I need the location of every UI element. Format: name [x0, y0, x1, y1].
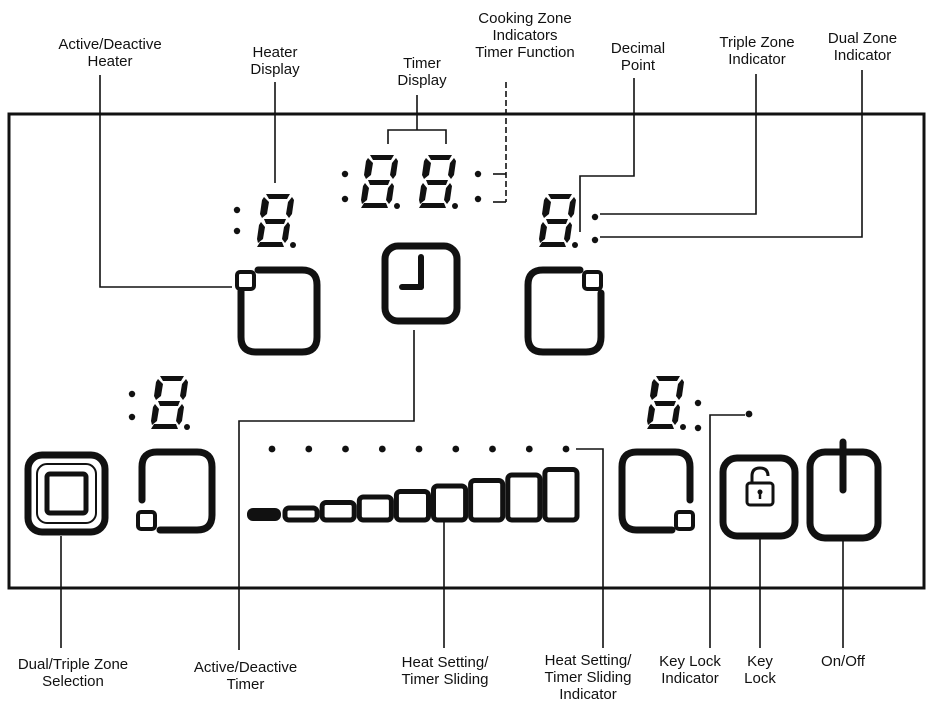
- slider-level-3[interactable]: [319, 500, 357, 523]
- label-cooking-zone: Cooking Zone Indicators Timer Function: [475, 10, 575, 61]
- heater-button-top-right[interactable]: [524, 266, 605, 356]
- slider-level-7[interactable]: [468, 478, 506, 523]
- zone-indicator-square: [582, 270, 603, 291]
- zone-indicator-square: [136, 510, 157, 531]
- slider-indicator-dot: [525, 445, 533, 453]
- slider-level-5[interactable]: [393, 489, 431, 523]
- zone-indicator-square: [235, 270, 256, 291]
- slider-level-8[interactable]: [505, 472, 543, 523]
- panel-border: [7, 112, 926, 590]
- heater-display-bottom-right: [647, 376, 753, 432]
- leader-key-lock-indicator: [709, 414, 745, 648]
- power-button[interactable]: [806, 438, 882, 542]
- slider-indicator-dot: [562, 445, 570, 453]
- slider-indicator-dot: [268, 445, 276, 453]
- slider-level-9[interactable]: [542, 467, 580, 523]
- heater-display-bottom-left: [128, 376, 190, 430]
- label-zone-selection: Dual/Triple Zone Selection: [17, 656, 129, 690]
- label-key-lock: Key Lock: [744, 653, 776, 687]
- slider-indicator-dot: [305, 445, 313, 453]
- heat-setting-slider[interactable]: [247, 467, 580, 523]
- leader-timer-bracket: [387, 129, 447, 144]
- square-zone-icon: [44, 471, 89, 516]
- padlock-icon: [745, 466, 775, 507]
- leader-triple-zone: [600, 74, 757, 215]
- leader-heat-setting-indicator: [576, 448, 604, 648]
- clock-icon: [399, 254, 424, 290]
- slider-indicator-dot: [378, 445, 386, 453]
- slider-indicator-dot: [415, 445, 423, 453]
- slider-level-6[interactable]: [431, 483, 469, 523]
- label-triple-zone: Triple Zone Indicator: [719, 34, 795, 68]
- leader-lines: [60, 70, 863, 650]
- slider-level-1[interactable]: [247, 508, 281, 521]
- zone-selection-button[interactable]: [24, 451, 109, 536]
- heater-button-bottom-left[interactable]: [136, 448, 216, 534]
- slider-indicator-dots: [268, 445, 570, 453]
- key-lock-button[interactable]: [719, 454, 799, 540]
- slider-level-2[interactable]: [282, 505, 320, 523]
- timer-display: [341, 155, 482, 209]
- label-dual-zone: Dual Zone Indicator: [827, 30, 898, 64]
- label-heat-setting-indicator: Heat Setting/ Timer Sliding Indicator: [544, 652, 632, 703]
- label-active-timer: Active/Deactive Timer: [193, 659, 298, 693]
- label-heater-display: Heater Display: [250, 44, 300, 78]
- leader-decimal-point: [579, 78, 635, 232]
- timer-button[interactable]: [381, 242, 461, 325]
- label-active-heater: Active/Deactive Heater: [58, 36, 162, 70]
- slider-indicator-dot: [342, 445, 349, 453]
- label-key-lock-indicator: Key Lock Indicator: [659, 653, 721, 687]
- leader-active-timer: [238, 330, 415, 650]
- slider-indicator-dot: [489, 445, 496, 453]
- label-timer-display: Timer Display: [397, 55, 447, 89]
- key-lock-indicator-dot: [745, 410, 753, 418]
- slider-indicator-dot: [452, 445, 460, 453]
- label-on-off: On/Off: [821, 653, 865, 670]
- leader-active-heater: [99, 75, 232, 288]
- heater-display-top-left: [233, 194, 296, 248]
- label-heat-setting: Heat Setting/ Timer Sliding: [401, 654, 489, 688]
- slider-level-4[interactable]: [356, 494, 394, 523]
- zone-indicator-square: [674, 510, 695, 531]
- label-decimal-point: Decimal Point: [610, 40, 666, 74]
- leader-dual-zone: [600, 70, 863, 238]
- heater-display-top-right: [539, 194, 599, 248]
- heater-button-top-left[interactable]: [235, 266, 321, 356]
- heater-button-bottom-right[interactable]: [618, 448, 695, 534]
